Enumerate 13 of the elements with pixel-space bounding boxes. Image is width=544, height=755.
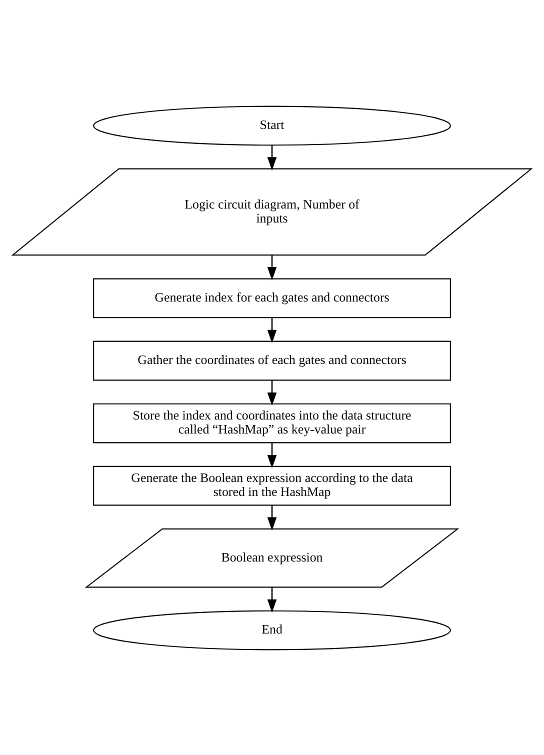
- node-box: Store the index and coordinates into the data structure called “HashMap” as key-value pair: [93, 402, 451, 443]
- arrow: [267, 586, 277, 612]
- arrow: [267, 442, 277, 468]
- node-box: Generate index for each gates and connectors: [93, 278, 451, 318]
- node-ellipse: End: [93, 610, 451, 650]
- arrow: [267, 254, 277, 280]
- arrow: [267, 504, 277, 530]
- arrow: [267, 317, 277, 343]
- node-box: Gather the coordinates of each gates and connectors: [93, 340, 451, 380]
- arrow: [267, 144, 277, 170]
- node-ellipse: Start: [93, 105, 451, 146]
- arrow: [267, 380, 277, 406]
- node-box: Generate the Boolean expression according to the data stored in the HashMap: [93, 465, 451, 506]
